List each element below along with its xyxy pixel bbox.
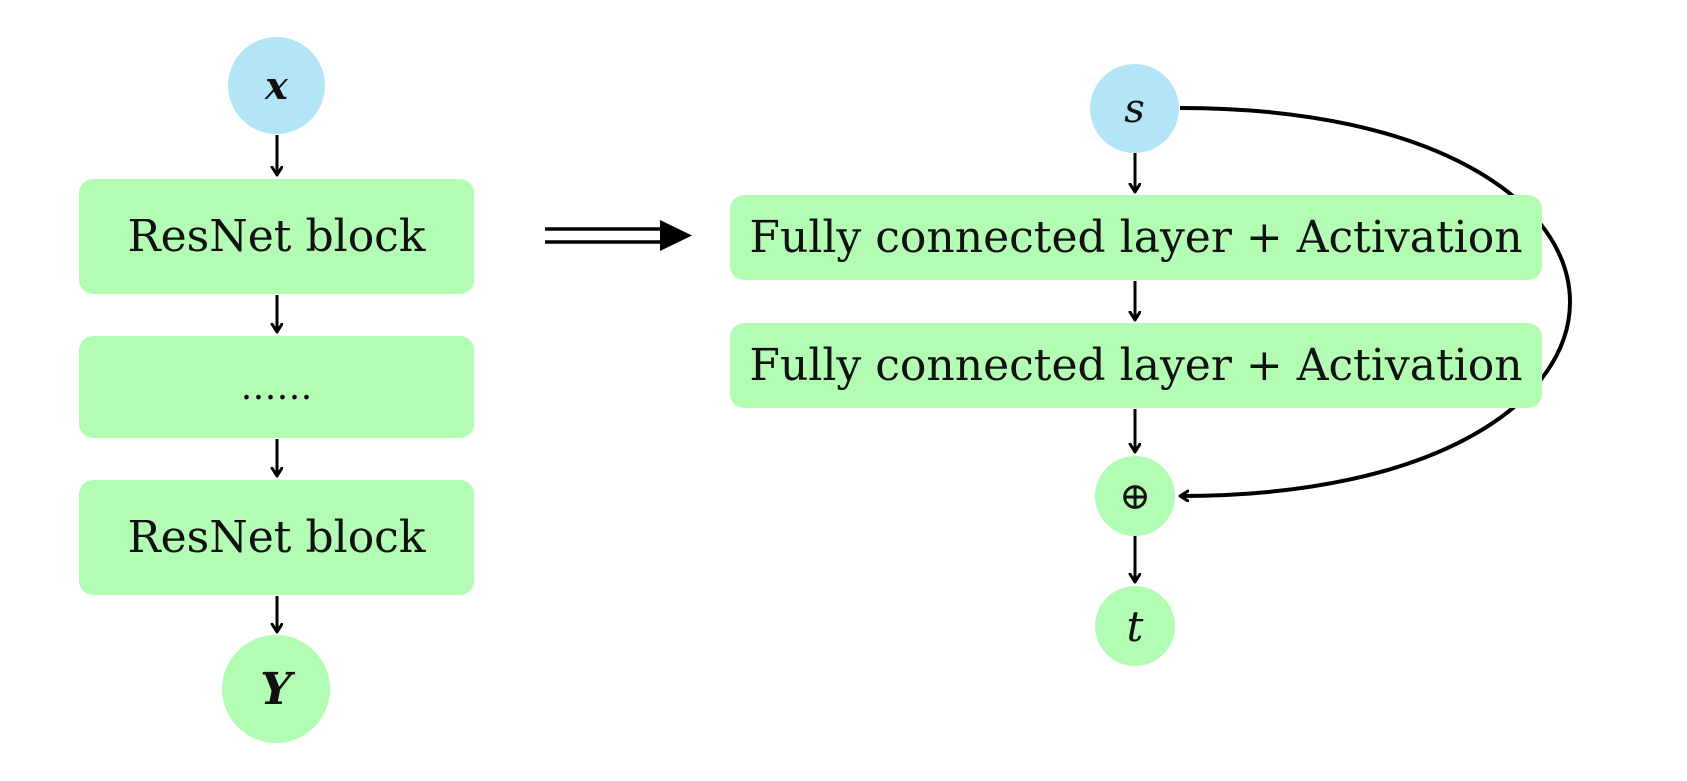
sum-node-label: ⊕ bbox=[1119, 474, 1151, 518]
resnet-block-ellipsis-label: …… bbox=[240, 366, 313, 408]
input-node-s: s bbox=[1090, 64, 1179, 153]
input-node-x-label: x bbox=[265, 63, 288, 108]
fc-layer-1: Fully connected layer + Activation bbox=[730, 195, 1542, 280]
implies-arrow bbox=[545, 220, 692, 251]
fc-layer-2: Fully connected layer + Activation bbox=[730, 323, 1542, 408]
output-node-y: Y bbox=[222, 635, 330, 743]
resnet-block-2: ResNet block bbox=[79, 480, 474, 595]
resnet-block-1-label: ResNet block bbox=[127, 211, 426, 262]
resnet-block-2-label: ResNet block bbox=[127, 512, 426, 563]
input-node-x: x bbox=[228, 37, 325, 134]
output-node-t-label: t bbox=[1126, 601, 1144, 651]
output-node-t: t bbox=[1095, 586, 1175, 666]
output-node-y-label: Y bbox=[260, 663, 292, 715]
skip-connection bbox=[1180, 106, 1572, 496]
input-node-s-label: s bbox=[1124, 85, 1145, 132]
resnet-block-ellipsis: …… bbox=[79, 336, 474, 438]
fc-layer-1-label: Fully connected layer + Activation bbox=[749, 212, 1523, 263]
resnet-block-1: ResNet block bbox=[79, 179, 474, 294]
fc-layer-2-label: Fully connected layer + Activation bbox=[749, 340, 1523, 391]
sum-node: ⊕ bbox=[1095, 456, 1175, 536]
